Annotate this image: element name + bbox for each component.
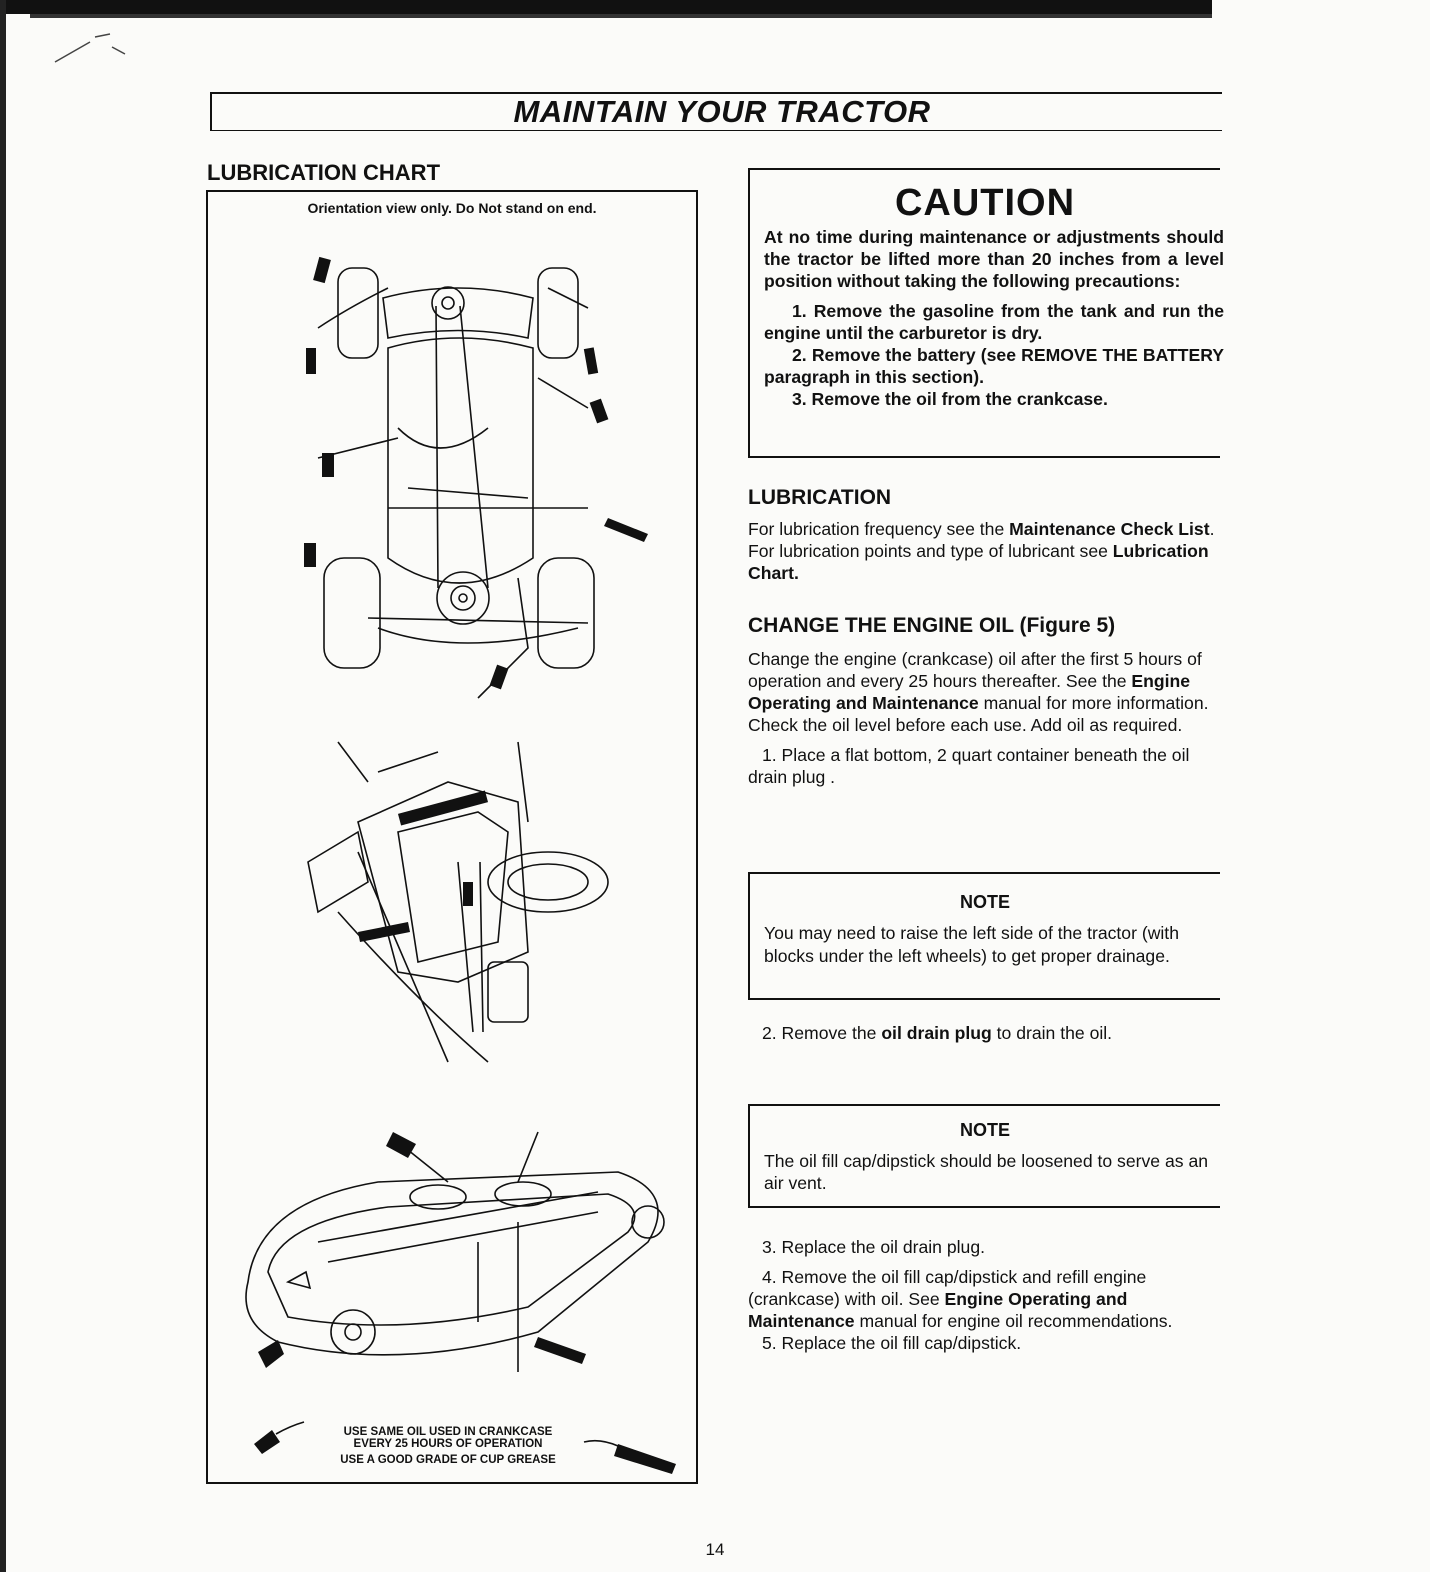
step2-text-1: 2. Remove the [762,1023,882,1043]
change-oil-text-1: Change the engine (crankcase) oil after … [748,649,1202,691]
caution-step1: 1. Remove the gasoline from the tank and… [764,301,1224,343]
engine-detail-illustration [307,741,609,1063]
note-2-title: NOTE [959,1120,1010,1140]
steps-after: 3. Replace the oil drain plug. 4. Remove… [748,1236,1218,1354]
note-box-2: NOTE The oil fill cap/dipstick should be… [748,1104,1220,1208]
tractor-underside-illustration [304,256,648,699]
lubrication-text-2: . For lubrication points and type of lub… [748,519,1215,561]
note-1-text: You may need to raise the left side of t… [764,923,1179,966]
step2-text-2: to drain the oil. [991,1023,1113,1043]
engine-manual-ref: Engine Operating and Maintenance [748,671,1191,713]
corner-mark [54,33,126,63]
caution-step2: 2. Remove the battery (see REMOVE THE BA… [764,345,1224,387]
lubrication-chart-panel: Orientation view only. Do Not stand on e… [206,190,698,1484]
step2-text: 2. Remove the oil drain plug to drain th… [762,1022,1232,1044]
change-oil-heading: CHANGE THE ENGINE OIL (Figure 5) [748,614,1116,637]
legend-oil-line2: EVERY 25 HOURS OF OPERATION [353,1438,543,1450]
step4-text-1: 4. Remove the oil fill cap/dipstick and … [748,1267,1147,1309]
legend-grease: USE A GOOD GRADE OF CUP GREASE [340,1454,556,1466]
change-oil-text: Change the engine (crankcase) oil after … [748,648,1218,788]
grease-gun-icon [583,1439,676,1474]
legend-oil: USE SAME OIL USED IN CRANKCASE EVERY 25 … [308,1426,588,1450]
top-border-shadow [30,14,1212,18]
top-border [0,0,1212,14]
step4-text-2: manual for engine oil recommendations. [854,1311,1173,1331]
change-oil-text-2: manual for more information. Check the o… [748,693,1209,735]
page-title: MAINTAIN YOUR TRACTOR [513,94,931,129]
change-oil-step1: 1. Place a flat bottom, 2 quart containe… [748,745,1190,787]
page-number: 14 [705,1540,725,1559]
oil-drain-plug-ref: oil drain plug [881,1023,992,1043]
note-box-1: NOTE You may need to raise the left side… [748,872,1220,1000]
left-edge [0,0,6,1572]
step4-manual-ref: Engine Operating and Maintenance [748,1289,1128,1331]
orientation-note: Orientation view only. Do Not stand on e… [307,200,597,216]
lubrication-heading: LUBRICATION [748,486,892,509]
caution-title: CAUTION [894,182,1076,224]
caution-step3: 3. Remove the oil from the crankcase. [792,389,1108,409]
caution-box: CAUTION At no time during maintenance or… [748,168,1224,458]
lubrication-chart-heading: LUBRICATION CHART [207,160,441,185]
lubrication-text-1: For lubrication frequency see the [748,519,1010,539]
mower-deck-illustration [245,1131,665,1372]
caution-body: At no time during maintenance or adjustm… [764,226,1224,410]
lubrication-chart-ref: Lubrication Chart. [748,541,1209,583]
page-title-box: MAINTAIN YOUR TRACTOR [210,92,1222,131]
step5-text: 5. Replace the oil fill cap/dipstick. [762,1333,1022,1353]
legend-oil-line1: USE SAME OIL USED IN CRANKCASE [343,1426,553,1438]
caution-intro: At no time during maintenance or adjustm… [764,227,1224,291]
step3-text: 3. Replace the oil drain plug. [762,1237,985,1257]
note-2-text: The oil fill cap/dipstick should be loos… [764,1151,1209,1193]
oil-can-icon [254,1421,305,1454]
lubrication-text: For lubrication frequency see the Mainte… [748,518,1218,584]
maintenance-check-list-ref: Maintenance Check List [1009,519,1210,539]
note-1-title: NOTE [959,892,1010,912]
